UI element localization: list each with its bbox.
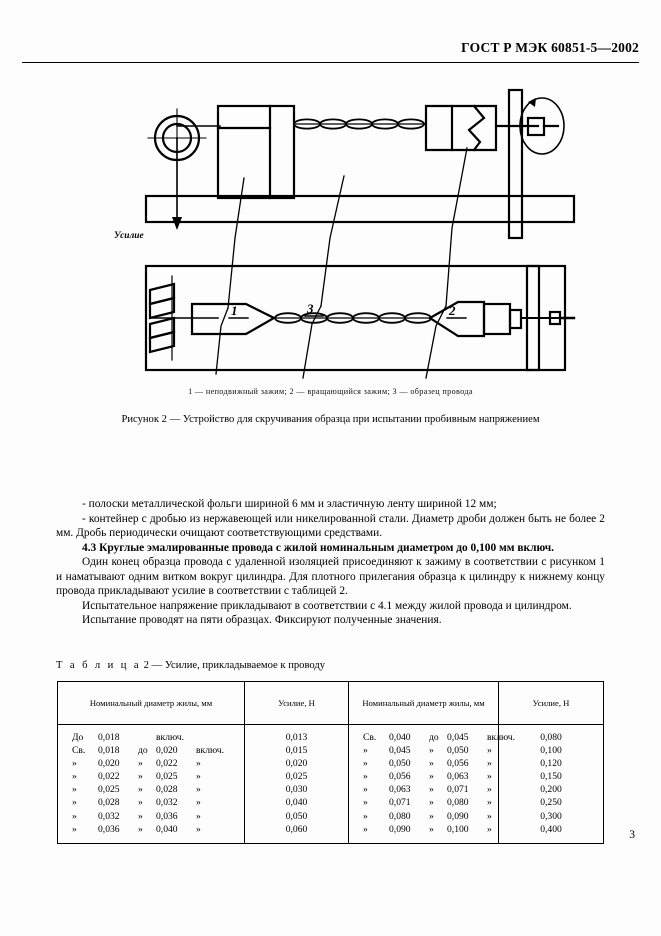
force-arrow	[172, 137, 182, 230]
header-force-left: Усилие, Н	[244, 681, 349, 725]
callout-1-label: 1	[231, 303, 238, 318]
twisting-apparatus-drawing: Усилие 1 3 2	[114, 88, 576, 379]
header-rule	[22, 62, 639, 63]
support-post	[507, 88, 524, 240]
force-value: 0,020	[285, 758, 308, 770]
diameter-range-line: »0,036»0,040»	[72, 823, 201, 835]
pulley-brackets-plan	[148, 275, 219, 361]
clause-4-3-heading: 4.3 Круглые эмалированные провода с жило…	[82, 541, 555, 554]
diameter-range-line: »0,032»0,036»	[72, 810, 201, 822]
callout-2-label: 2	[448, 303, 456, 318]
wire-specimen-plan	[273, 312, 432, 324]
force-value: 0,400	[540, 823, 562, 835]
bench-bar-side	[144, 194, 576, 224]
force-value: 0,250	[540, 797, 562, 809]
header-diameter-left: Номинальный диаметр жилы, мм	[57, 681, 245, 725]
paragraph-five-specimens: Испытание проводят на пяти образцах. Фик…	[82, 614, 442, 627]
diameter-range-line: »0,080»0,090»	[363, 810, 492, 822]
bullet-shot-container: - контейнер с дробью из нержавеющей или …	[56, 512, 605, 540]
handwheel-knob	[519, 97, 565, 155]
force-value: 0,030	[285, 784, 308, 796]
diameter-range-line: »0,028»0,032»	[72, 797, 201, 809]
support-plate-plan	[520, 264, 576, 372]
force-label: Усилие	[114, 231, 144, 241]
force-value: 0,025	[285, 771, 308, 783]
table-title-prefix: Т а б л и ц а	[56, 660, 141, 671]
callout-leaders	[215, 147, 468, 379]
table-2-title: Т а б л и ц а 2 — Усилие, прикладываемое…	[56, 660, 325, 671]
rotating-clamp-plan	[427, 300, 523, 338]
force-value: 0,060	[285, 823, 308, 835]
callout-3-label: 3	[306, 301, 314, 316]
force-value: 0,013	[285, 732, 308, 743]
diameter-range-line: »0,090»0,100»	[363, 823, 492, 835]
diameter-range-line: »0,045»0,050»	[363, 745, 492, 757]
force-value: 0,120	[540, 758, 562, 770]
force-value: 0,080	[540, 732, 562, 743]
standard-code-header: ГОСТ Р МЭК 60851-5—2002	[461, 40, 639, 55]
force-value: 0,040	[285, 797, 308, 809]
rotation-arrow-ellipse	[519, 97, 565, 155]
force-value: 0,200	[540, 784, 562, 796]
body-text-block: - полоски металлической фольги шириной 6…	[56, 497, 605, 628]
wire-specimen-side	[293, 118, 427, 130]
page-number: 3	[629, 828, 635, 841]
figure-legend: 1 — неподвижный зажим; 2 — вращающийся з…	[188, 387, 473, 396]
force-value: 0,015	[285, 745, 308, 757]
diameter-range-line: »0,020»0,022»	[72, 758, 201, 770]
table-title-rest: 2 — Усилие, прикладываемое к проводу	[143, 660, 326, 671]
force-values-table: Номинальный диаметр жилы, мм Усилие, Н Н…	[57, 681, 604, 844]
paragraph-specimen-attachment: Один конец образца провода с удаленной и…	[56, 556, 605, 598]
force-value: 0,150	[540, 771, 562, 783]
paragraph-test-voltage: Испытательное напряжение прикладывают в …	[82, 599, 572, 612]
diameter-range-line: »0,050»0,056»	[363, 758, 492, 770]
header-diameter-right: Номинальный диаметр жилы, мм	[348, 681, 499, 725]
bullet-foil-tape: - полоски металлической фольги шириной 6…	[82, 498, 497, 510]
table-header-row: Номинальный диаметр жилы, мм Усилие, Н Н…	[57, 681, 604, 725]
force-value: 0,300	[540, 810, 562, 822]
fixed-clamp-body	[216, 104, 296, 200]
diameter-range-line: »0,063»0,071»	[363, 784, 492, 796]
diameter-range-line: »0,022»0,025»	[72, 771, 201, 783]
diameter-range-line: »0,071»0,080»	[363, 797, 492, 809]
force-value: 0,100	[540, 745, 562, 757]
header-force-right: Усилие, Н	[498, 681, 604, 725]
diameter-range-line: »0,025»0,028»	[72, 784, 201, 796]
force-value: 0,050	[285, 810, 308, 822]
diameter-range-line: »0,056»0,063»	[363, 771, 492, 783]
rotation-arrowhead	[528, 98, 536, 107]
fixed-clamp-plan	[190, 302, 277, 336]
figure-2-diagram: Усилие 1 3 2	[22, 78, 639, 398]
rotating-clamp-body	[424, 104, 498, 152]
figure-caption: Рисунок 2 — Устройство для скручивания о…	[121, 414, 540, 425]
callout-underlines	[228, 315, 467, 319]
